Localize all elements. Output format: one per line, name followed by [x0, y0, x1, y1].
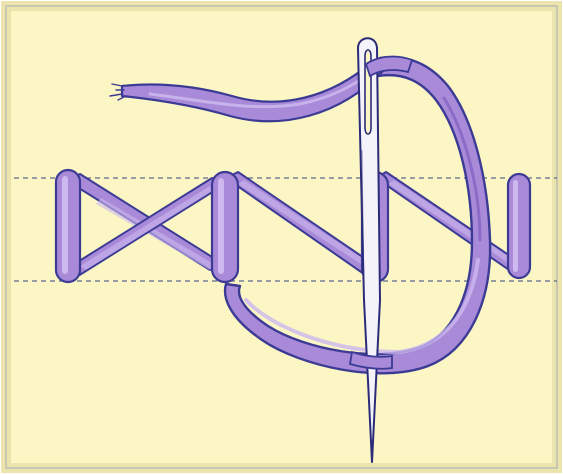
vertical-stitch	[508, 174, 530, 278]
vertical-stitch	[56, 170, 80, 282]
vertical-stitch	[212, 172, 238, 282]
